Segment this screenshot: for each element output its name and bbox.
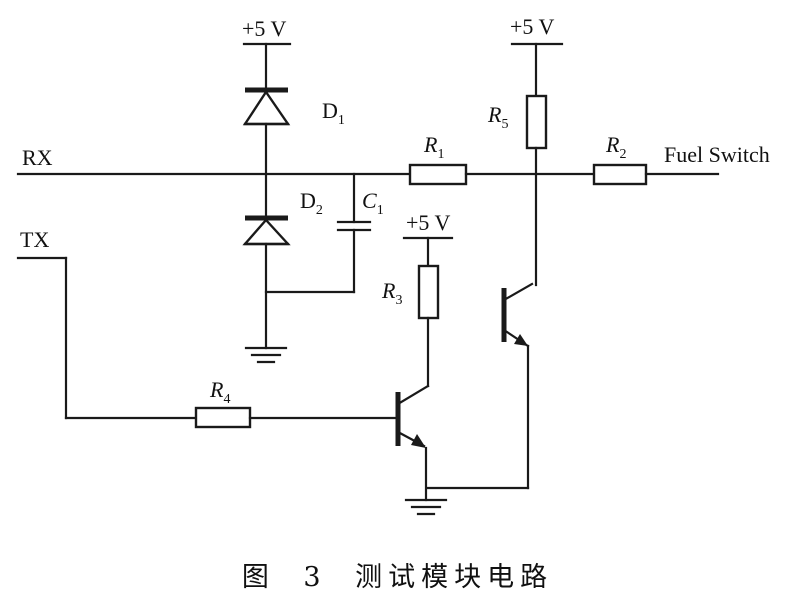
- transistor-q1: [395, 384, 430, 448]
- figure-caption: 图 3 测试模块电路: [241, 562, 554, 593]
- r3-label: R3: [381, 278, 402, 308]
- r1-label: R1: [423, 132, 444, 162]
- rx-label: RX: [22, 145, 53, 170]
- resistor-r2: [592, 163, 648, 186]
- r2-label: R2: [605, 132, 626, 162]
- resistor-r3: [417, 264, 440, 320]
- ground-symbol-right: [404, 498, 448, 516]
- d1-label: D1: [322, 98, 345, 128]
- diode-d1: [242, 87, 291, 126]
- r5-label: R5: [487, 102, 508, 132]
- supply-label-diodes: +5 V: [242, 16, 287, 41]
- resistor-r5: [525, 94, 548, 150]
- tx-label: TX: [20, 227, 49, 252]
- supply-label-r5: +5 V: [510, 14, 555, 39]
- fuel-switch-label: Fuel Switch: [664, 142, 770, 167]
- capacitor-c1: [336, 220, 372, 232]
- resistor-r1: [408, 163, 468, 186]
- resistor-r4: [194, 406, 252, 429]
- diode-d2: [242, 215, 291, 246]
- d2-label: D2: [300, 188, 323, 218]
- ground-symbol-left: [244, 346, 288, 364]
- supply-label-r3: +5 V: [406, 210, 451, 235]
- transistor-q2: [501, 282, 534, 348]
- r4-label: R4: [209, 377, 230, 407]
- c1-label: C1: [362, 188, 384, 218]
